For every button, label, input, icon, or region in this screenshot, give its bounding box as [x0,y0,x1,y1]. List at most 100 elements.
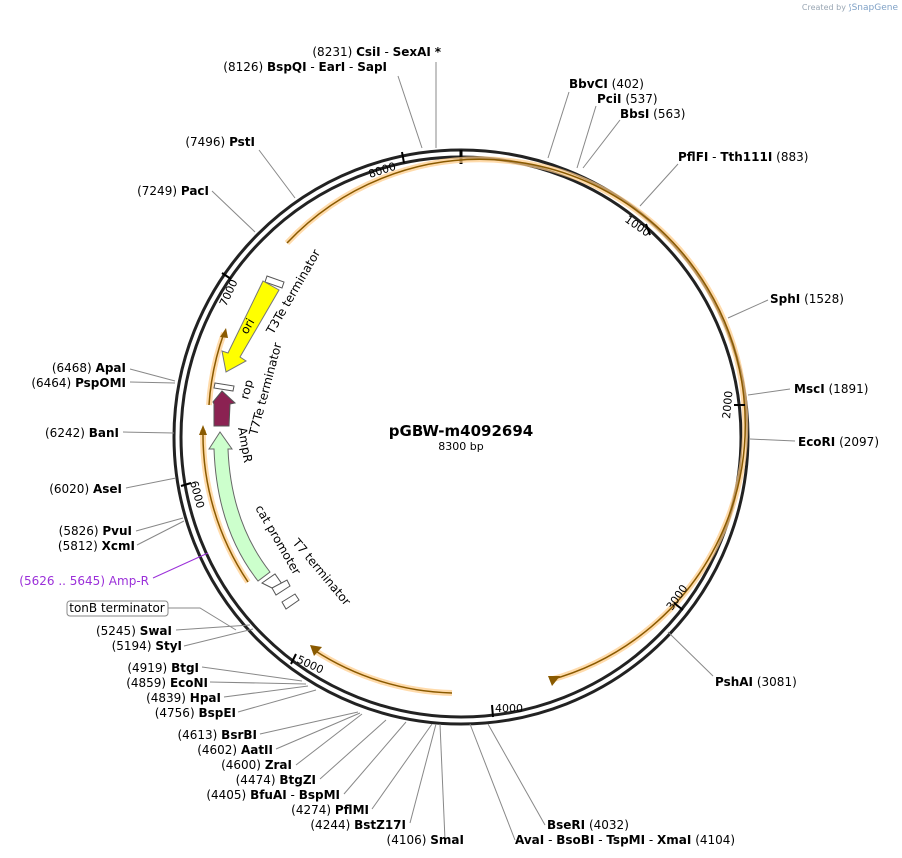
site-label-bbsi: BbsI (563) [620,107,685,121]
site-label-csii: (8231) CsiI - SexAI * [312,45,441,59]
leader-line [258,149,296,199]
site-label-bseri: BseRI (4032) [547,818,629,832]
primer-label-amp-r: (5626 .. 5645) Amp-R [19,574,149,588]
orf-arc-large [286,158,746,681]
leader-line [223,685,309,698]
leader-line [129,381,176,384]
t7-terminator-shape [271,579,291,596]
site-label-bfuai: (4405) BfuAI - BspMI [206,788,340,802]
site-label-hpai: (4839) HpaI [146,691,221,705]
orf-arrow-icon [199,425,207,435]
leader-lines [122,62,796,841]
site-label-asei: (6020) AseI [49,482,122,496]
leader-line [209,681,307,685]
site-label-pflfi: PflFI - Tth111I (883) [678,150,808,164]
leader-line [259,711,359,735]
leader-line [135,517,184,532]
credit-brand: SnapGene [851,3,898,13]
leader-line [371,723,433,810]
site-label-bspei: (4756) BspEI [155,706,236,720]
primer-leader-line [152,552,209,579]
site-label-pshai: PshAI (3081) [715,675,797,689]
leader-line [211,190,256,233]
orf-arrow-icon [310,645,322,656]
leader-line [237,689,317,713]
site-label-paci: (7249) PacI [137,184,209,198]
leader-line [409,723,437,824]
leader-line [487,723,546,826]
leader-line [639,163,679,207]
site-label-avai: AvaI - BsoBI - TspMI - XmaI (4104) [515,833,735,847]
orf-arc-bottom [313,649,453,694]
site-label-psti: (7496) PstI [185,135,255,149]
orf-arcs [199,156,749,696]
leader-line [439,723,446,841]
site-label-styi: (5194) StyI [112,639,182,653]
site-label-xcmi: (5812) XcmI [58,539,135,553]
leader-line [201,666,303,682]
tick-6000 [180,482,192,487]
site-label-pcii: PciI (537) [597,92,658,106]
site-label-pvui: (5826) PvuI [59,524,132,538]
site-label-bani: (6242) BanI [45,426,119,440]
site-label-msci: MscI (1891) [794,382,868,396]
plasmid-length: 8300 bp [438,440,483,453]
tick-5000 [290,653,297,665]
t3te-terminator-shape [264,275,285,289]
site-label-smai: (4106) SmaI [387,833,464,847]
t7te-terminator-shape [213,382,235,392]
site-label-pflmi: (4274) PflMI [291,803,369,817]
tick-label-4000: 4000 [495,702,523,715]
tick-4000 [491,704,494,718]
leader-line [295,713,363,766]
leader-line [125,477,177,489]
orf-arrow-icon [548,676,560,686]
site-label-bspqi: (8126) BspQI - EarI - SapI [223,60,387,74]
leader-line [749,438,796,442]
orf-arc-left [202,429,249,583]
orf-arrow-icon [220,328,228,338]
ori-shape [221,280,280,373]
leader-line [122,431,175,434]
leader-line [319,719,387,780]
leader-line [136,520,185,546]
site-label-apai: (6468) ApaI [52,361,126,375]
feature-label-ori: ori [237,316,257,337]
leader-line [747,388,791,396]
leader-line [582,119,621,169]
leader-line [469,723,516,841]
leader-line [343,721,407,795]
site-label-swai: (5245) SwaI [96,624,172,638]
site-label-btgzi: (4474) BtgZI [236,773,316,787]
leader-line [667,631,714,677]
tick-3000 [673,602,684,611]
plasmid-name: pGBW-m4092694 [389,422,533,440]
leader-line [175,624,251,631]
site-labels: (8231) CsiI - SexAI * (8126) BspQI - Ear… [19,45,879,847]
tick-7000 [221,272,232,280]
features [208,275,300,610]
leader-line [727,299,769,319]
ampr-shape [208,431,271,582]
site-label-bstz17i: (4244) BstZ17I [310,818,406,832]
feature-label-ampr: AmpR [235,426,255,464]
leader-line [397,75,423,149]
leader-line [183,628,254,647]
leader-line [547,91,570,159]
ticks [180,151,745,718]
site-label-bbvci: BbvCI (402) [569,77,644,91]
credit-prefix: Created by [801,3,846,12]
leader-line [129,368,176,382]
tonb-terminator-label: tonB terminator [69,601,165,615]
tonb-terminator-box [66,600,169,617]
site-label-econi: (4859) EcoNI [126,676,208,690]
site-label-btgi: (4919) BtgI [127,661,199,675]
snapgene-logo-icon: ⟆ [848,3,852,12]
tick-8000 [401,151,405,164]
snapgene-credit: Created by ⟆SnapGene [802,3,898,13]
tick-label-2000: 2000 [720,390,735,419]
leader-line [168,607,237,631]
site-label-zrai: (4600) ZraI [221,758,292,772]
site-label-aatii: (4602) AatII [197,743,273,757]
